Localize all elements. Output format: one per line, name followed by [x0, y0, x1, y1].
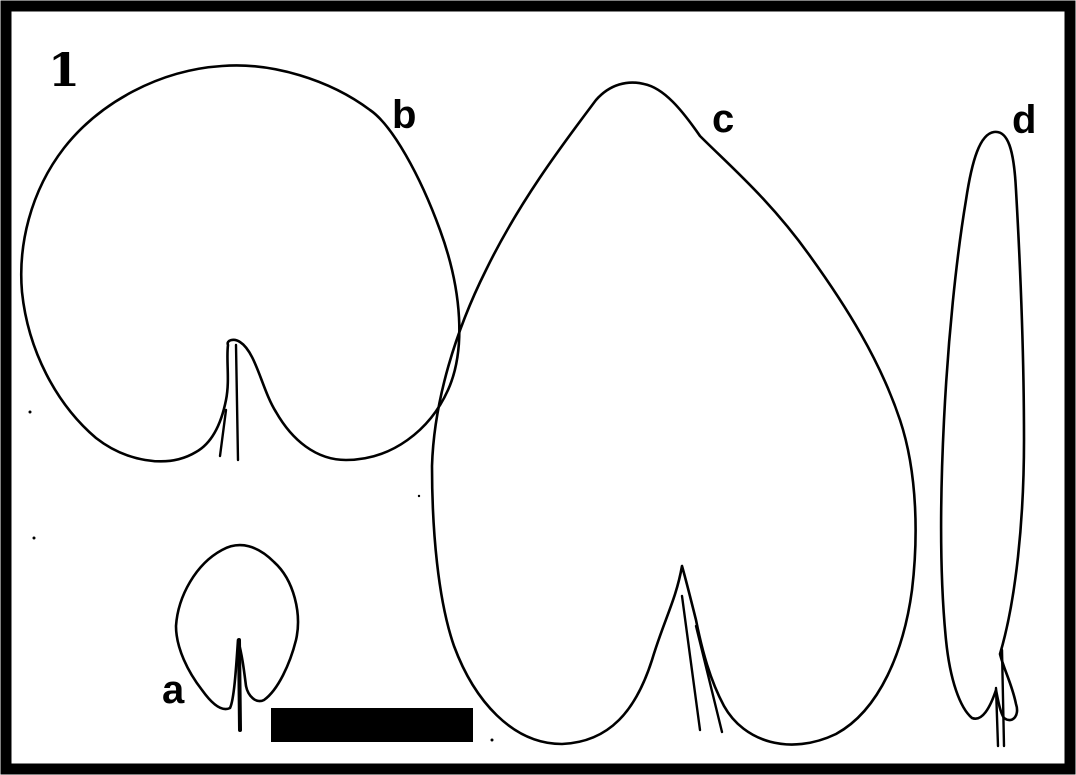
panel-number: 1 [48, 43, 80, 97]
scan-speck [417, 494, 421, 498]
scale-bar [271, 708, 473, 742]
leaf-c: c [430, 81, 917, 746]
leaf-a-label: a [162, 668, 185, 712]
scan-speck [32, 536, 36, 540]
leaf-d-petiole-right [1000, 648, 1006, 748]
leaf-c-label: c [712, 97, 734, 141]
leaf-c-petiole-left [680, 594, 702, 732]
leaf-a-petiole [237, 638, 242, 732]
leaf-b-outline [20, 64, 461, 463]
leaf-d: d [939, 98, 1036, 748]
scan-speck [28, 410, 32, 414]
leaf-c-petiole-right [694, 624, 724, 734]
leaf-b-petiole-right [234, 343, 240, 462]
leaf-b: b [20, 64, 461, 463]
leaf-a-outline [174, 543, 300, 711]
leaf-d-label: d [1012, 98, 1036, 142]
leaf-b-petiole-left [218, 408, 228, 458]
leaf-d-outline [939, 130, 1026, 722]
leaf-c-outline [430, 81, 917, 746]
leaf-a: a [162, 543, 300, 732]
scan-speck [490, 738, 494, 742]
leaf-b-label: b [392, 93, 416, 137]
leaf-d-petiole-left [994, 686, 1000, 748]
